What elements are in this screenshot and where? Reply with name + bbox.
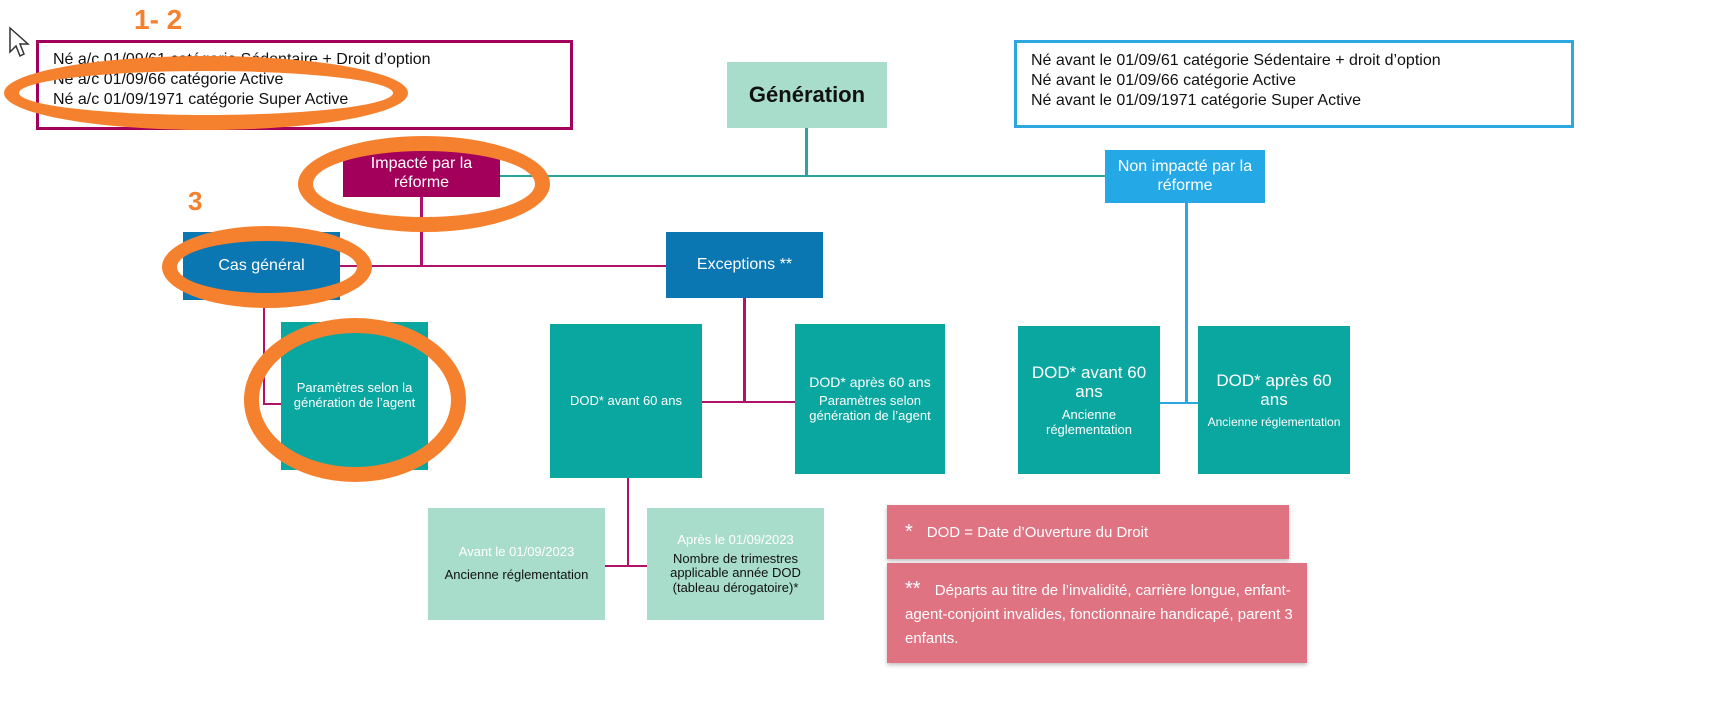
node-label: Exceptions ** (696, 255, 793, 273)
non-impacted-generations-note: Né avant le 01/09/61 catégorie Sédentair… (1014, 40, 1574, 128)
connector-line (500, 175, 1105, 177)
after-2023-node: Après le 01/09/2023 Nombre de trimestres… (647, 508, 824, 620)
node-title: Avant le 01/09/2023 (458, 544, 575, 560)
non-impacted-dod-after-60-node: DOD* après 60 ans Ancienne réglementatio… (1198, 326, 1350, 474)
exceptions-node: Exceptions ** (666, 232, 823, 298)
note-line: Né avant le 01/09/1971 catégorie Super A… (1031, 92, 1361, 109)
node-title: DOD* après 60 ans (1216, 370, 1332, 410)
connector-line (1185, 203, 1188, 403)
connector-line (805, 128, 808, 176)
node-title: DOD* après 60 ans (809, 374, 931, 391)
node-title: DOD* avant 60 ans (1031, 362, 1147, 402)
highlight-ellipse-impacted (298, 136, 550, 232)
step-label-3: 3 (188, 186, 203, 216)
connector-line (605, 565, 647, 567)
non-impacted-node: Non impacté par la réforme (1105, 150, 1265, 203)
node-label: Génération (748, 82, 866, 108)
connector-line (743, 298, 746, 402)
connector-line (340, 265, 668, 267)
node-subtitle: Ancienne réglementation (1207, 414, 1341, 429)
note-line: Né avant le 01/09/61 catégorie Sédentair… (1031, 52, 1441, 69)
node-subtitle: Nombre de trimestres applicable année DO… (670, 551, 801, 595)
footnote-text: Départs au titre de l’invalidité, carriè… (905, 582, 1293, 647)
node-subtitle: Ancienne réglementation (444, 567, 589, 582)
node-subtitle: Ancienne réglementation (1046, 406, 1132, 437)
footnote-dod-definition: * DOD = Date d’Ouverture du Droit (887, 505, 1289, 559)
highlight-ellipse-parameters (244, 318, 466, 482)
highlight-ellipse-note (4, 56, 408, 130)
before-2023-node: Avant le 01/09/2023 Ancienne réglementat… (428, 508, 605, 620)
connector-line (627, 478, 629, 566)
dod-after-60-node: DOD* après 60 ans Paramètres selon génér… (795, 324, 945, 474)
connector-line (702, 401, 795, 403)
non-impacted-dod-before-60-node: DOD* avant 60 ans Ancienne réglementatio… (1018, 326, 1160, 474)
node-label: Non impacté par la réforme (1117, 158, 1253, 194)
dod-before-60-node: DOD* avant 60 ans (550, 324, 702, 478)
step-label-1-2: 1- 2 (134, 4, 183, 35)
footnote-text: DOD = Date d’Ouverture du Droit (926, 523, 1149, 541)
footnote-mark: * (905, 520, 913, 543)
footnote-exceptions: ** Départs au titre de l’invalidité, car… (887, 563, 1307, 663)
connector-line (1160, 402, 1200, 404)
note-line: Né avant le 01/09/66 catégorie Active (1031, 72, 1297, 89)
node-subtitle: Paramètres selon génération de l’agent (809, 393, 931, 424)
node-label: DOD* avant 60 ans (569, 392, 682, 408)
highlight-ellipse-general (162, 226, 372, 308)
generation-node: Génération (727, 62, 887, 128)
cursor-icon (9, 26, 30, 58)
node-title: Après le 01/09/2023 (677, 532, 794, 548)
footnote-mark: ** (905, 578, 921, 600)
